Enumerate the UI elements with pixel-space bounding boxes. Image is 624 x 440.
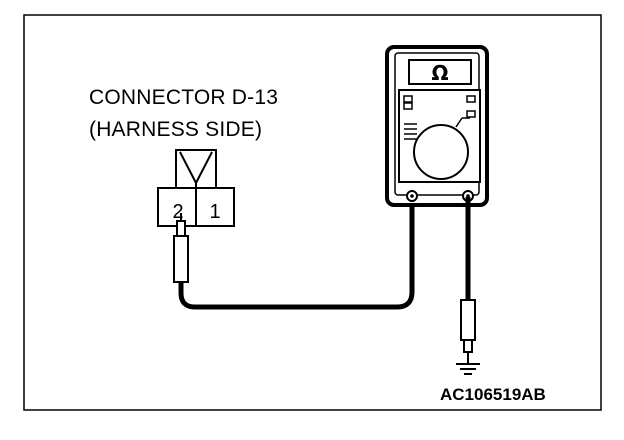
connector-label-line1: CONNECTOR D-13 (89, 86, 279, 109)
connector-label-line2: (HARNESS SIDE) (89, 118, 263, 141)
connector-pin-2: 2 (172, 201, 183, 223)
figure-code: AC106519AB (440, 385, 546, 404)
diagram-frame (23, 14, 602, 411)
ground-probe (460, 299, 476, 364)
probe-icon (173, 213, 189, 283)
ohmmeter-icon: Ω (385, 45, 489, 207)
meter-rotary-dial (413, 124, 469, 180)
connector-pin-1: 1 (209, 201, 220, 223)
meter-display-ohm: Ω (431, 61, 448, 85)
connector-d13: 2 1 (157, 149, 235, 227)
ground-symbol-icon (456, 363, 480, 375)
test-lead-positive (178, 197, 415, 310)
